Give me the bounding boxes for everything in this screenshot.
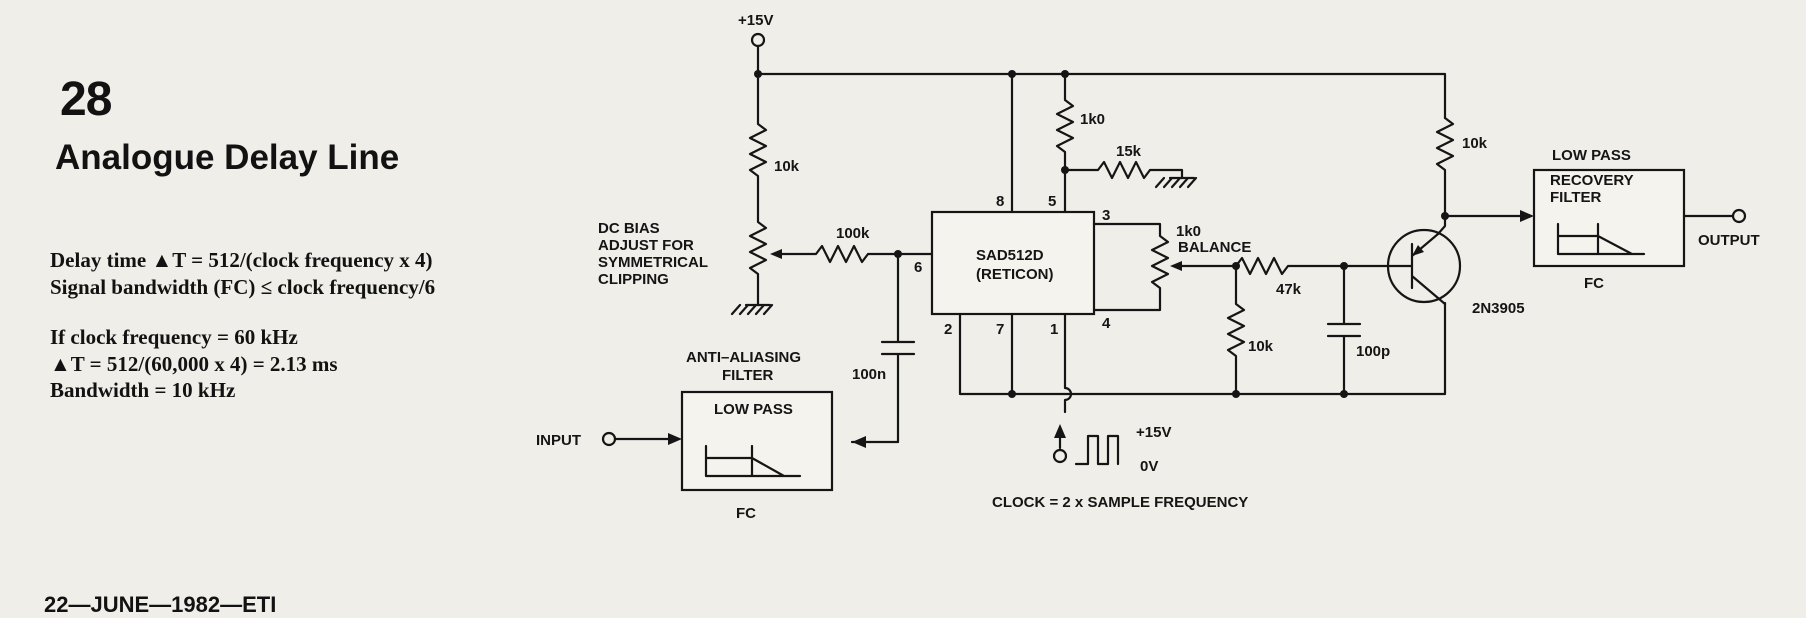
shunt-resistor-value: 10k — [1248, 338, 1274, 355]
output-filter-title-line-1: RECOVERY — [1550, 172, 1634, 189]
output-filter-block: LOW PASS RECOVERY FILTER FC OUTPUT — [1443, 147, 1760, 292]
coupling-capacitor: 100n — [850, 252, 916, 448]
page-title: Analogue Delay Line — [55, 138, 400, 177]
supply-label: +15V — [738, 12, 773, 29]
example-delay: ▲T = 512/(60,000 x 4) = 2.13 ms — [50, 352, 338, 376]
output-filter-fc: FC — [1584, 275, 1604, 292]
example-clock: If clock frequency = 60 kHz — [50, 325, 298, 349]
bias-pot-value: 10k — [774, 158, 800, 175]
pin-5: 5 — [1048, 193, 1056, 210]
ground-return — [958, 301, 1447, 398]
clock-caption: CLOCK = 2 x SAMPLE FREQUENCY — [992, 494, 1248, 511]
ic-name: SAD512D — [976, 247, 1044, 264]
bias-potentiometer: 10k — [730, 72, 800, 316]
transistor: 2N3905 — [1348, 214, 1525, 317]
bandwidth-rule: Signal bandwidth (FC) ≤ clock frequency/… — [50, 275, 436, 299]
page-footer: 22—JUNE—1982—ETI — [44, 592, 277, 617]
input-terminal-group: INPUT — [536, 431, 682, 449]
clock-high-label: +15V — [1136, 424, 1171, 441]
clock-waveform-icon — [1074, 434, 1120, 466]
pin-2: 2 — [944, 321, 952, 338]
input-filter-block: LOW PASS FC — [680, 390, 834, 522]
pin-3: 3 — [1102, 207, 1110, 224]
pin5-resistor-value: 1k0 — [1080, 111, 1105, 128]
pin-4: 4 — [1102, 315, 1111, 332]
balance-pot-value: 1k0 — [1176, 223, 1201, 240]
shunt-components: 10k 100p — [1226, 264, 1390, 396]
ic-maker: (RETICON) — [976, 266, 1054, 283]
collector-resistor-value: 10k — [1462, 135, 1488, 152]
series-resistor-value: 47k — [1276, 281, 1302, 298]
example-bandwidth: Bandwidth = 10 kHz — [50, 378, 236, 402]
balance-label: BALANCE — [1178, 239, 1251, 256]
input-resistor: 100k — [780, 225, 934, 264]
supply-terminal — [750, 32, 766, 48]
delay-time-formula: Delay time ▲T = 512/(clock frequency x 4… — [50, 248, 433, 272]
input-label: INPUT — [536, 432, 581, 449]
supply-rail: +15V — [738, 12, 1447, 120]
coupling-capacitor-value: 100n — [852, 366, 886, 383]
pin5-ground-resistor-value: 15k — [1116, 143, 1142, 160]
shunt-capacitor-value: 100p — [1356, 343, 1390, 360]
pin-8: 8 — [996, 193, 1004, 210]
clock-low-label: 0V — [1140, 458, 1158, 475]
transistor-label: 2N3905 — [1472, 300, 1525, 317]
input-filter-response-icon — [704, 444, 802, 478]
bias-label-line-2: ADJUST FOR — [598, 237, 694, 254]
bias-label-line-4: CLIPPING — [598, 271, 669, 288]
output-label: OUTPUT — [1698, 232, 1760, 249]
bias-label: DC BIAS ADJUST FOR SYMMETRICAL CLIPPING — [598, 220, 708, 288]
anti-alias-label-line-1: ANTI–ALIASING — [686, 349, 801, 366]
pin-1: 1 — [1050, 321, 1058, 338]
output-filter-response-icon — [1556, 222, 1646, 256]
page-number: 28 — [60, 73, 112, 126]
bias-label-line-3: SYMMETRICAL — [598, 254, 708, 271]
input-filter-title: LOW PASS — [714, 401, 793, 418]
output-filter-title-line-2: FILTER — [1550, 189, 1602, 206]
output-filter-caption: LOW PASS — [1552, 147, 1631, 164]
pin5-resistors: 1k0 15k — [1055, 72, 1198, 214]
input-terminal — [601, 431, 617, 447]
collector-resistor: 10k — [1435, 116, 1488, 220]
bias-label-line-1: DC BIAS — [598, 220, 660, 237]
input-filter-fc: FC — [736, 505, 756, 522]
clock-terminal — [1052, 448, 1068, 464]
pin-6: 6 — [914, 259, 922, 276]
output-terminal — [1731, 208, 1747, 224]
balance-potentiometer: 1k0 BALANCE 47k — [1092, 222, 1352, 312]
anti-alias-label-line-2: FILTER — [722, 367, 774, 384]
clock-input: +15V 0V CLOCK = 2 x SAMPLE FREQUENCY — [992, 312, 1248, 511]
pin-7: 7 — [996, 321, 1004, 338]
input-resistor-value: 100k — [836, 225, 870, 242]
